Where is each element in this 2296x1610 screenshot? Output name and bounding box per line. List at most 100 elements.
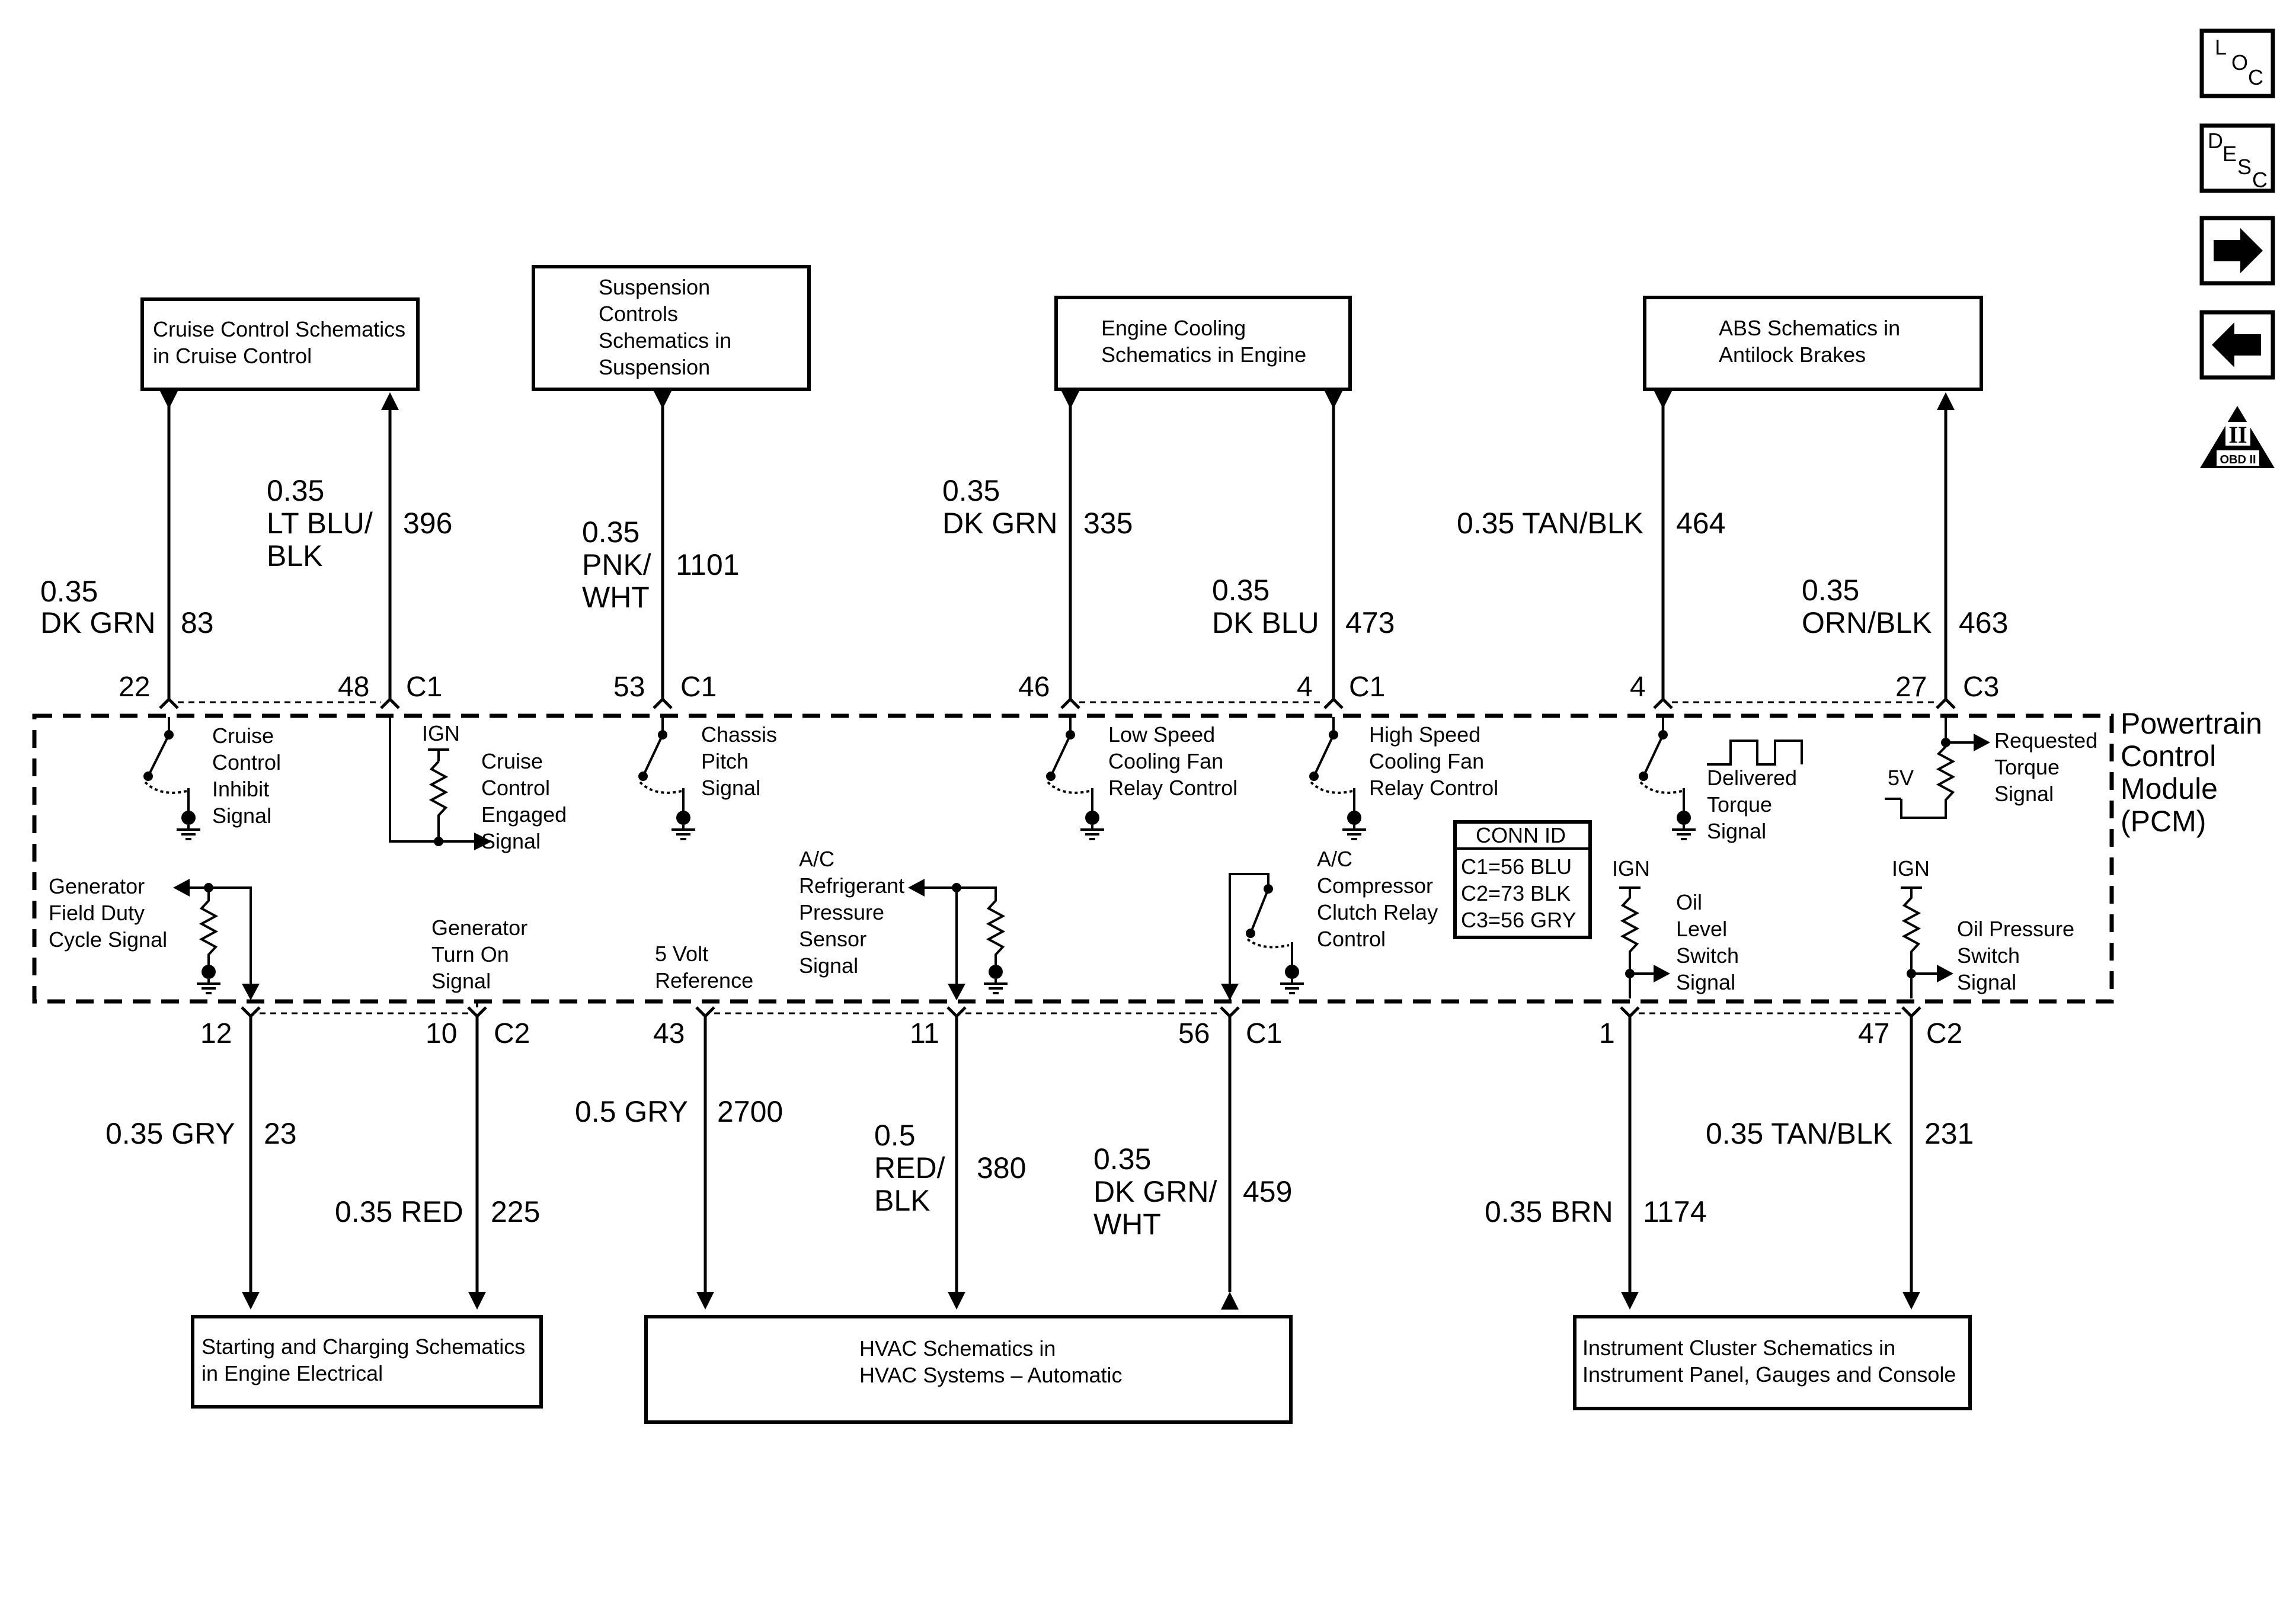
svg-text:83: 83 [181, 606, 214, 639]
obd-ii-icon[interactable]: OBD II II [2200, 406, 2275, 468]
desc-letter-c: C [2252, 168, 2268, 192]
wire-1101: 0.35 PNK/ WHT 1101 [582, 516, 740, 614]
svg-text:Control: Control [481, 776, 550, 800]
svg-text:Level: Level [1676, 917, 1727, 941]
abs-box[interactable]: ABS Schematics in Antilock Brakes [1643, 296, 1983, 391]
conn-c1: C1 [1246, 1018, 1282, 1049]
svg-text:0.5: 0.5 [874, 1119, 916, 1152]
wire-464: 0.35 TAN/BLK 464 [1457, 507, 1725, 540]
conn-c1: C1 [680, 671, 717, 703]
svg-text:380: 380 [977, 1151, 1026, 1185]
svg-text:Compressor: Compressor [1317, 873, 1433, 898]
pin-46: 46 [1018, 671, 1050, 703]
svg-text:Cooling Fan: Cooling Fan [1369, 749, 1484, 773]
box-text: Controls [599, 302, 678, 326]
svg-text:IGN: IGN [1892, 856, 1930, 881]
pin-4: 4 [1297, 671, 1313, 703]
signal-low-speed-fan: Low Speed Cooling Fan Relay Control [1108, 722, 1237, 800]
loc-button[interactable]: L O C [2199, 28, 2275, 98]
wire-380: 0.5 RED/ BLK 380 [874, 1119, 1026, 1217]
loc-letter-l: L [2215, 35, 2227, 59]
svg-text:Signal: Signal [1676, 970, 1735, 994]
svg-text:0.35: 0.35 [1802, 574, 1859, 607]
svg-text:High Speed: High Speed [1369, 722, 1480, 747]
svg-text:DK GRN/: DK GRN/ [1093, 1175, 1217, 1208]
wire-335: 0.35 DK GRN 335 [942, 474, 1133, 540]
hvac-box[interactable]: HVAC Schematics in HVAC Systems – Automa… [644, 1315, 1293, 1424]
svg-text:231: 231 [1924, 1117, 1974, 1150]
svg-text:0.35: 0.35 [582, 516, 639, 549]
svg-text:Relay Control: Relay Control [1369, 776, 1498, 800]
box-text: Schematics in [599, 328, 731, 353]
box-text: in Engine Electrical [202, 1361, 383, 1385]
desc-letter-e: E [2223, 142, 2237, 166]
svg-text:Reference: Reference [655, 968, 753, 993]
svg-text:Oil: Oil [1676, 890, 1702, 914]
desc-button[interactable]: D E S C [2199, 123, 2275, 193]
conn-id-row: C2=73 BLK [1461, 881, 1571, 905]
svg-text:0.35: 0.35 [1212, 574, 1269, 607]
obd-label: OBD II [2220, 453, 2256, 466]
svg-text:Signal: Signal [481, 829, 541, 853]
right-arrow-icon [2214, 228, 2263, 273]
wire-459: 0.35 DK GRN/ WHT 459 [1093, 1142, 1292, 1241]
svg-text:Turn On: Turn On [431, 942, 509, 966]
internal-wiring [144, 717, 1974, 1007]
box-text: Instrument Panel, Gauges and Console [1582, 1362, 1956, 1387]
svg-text:RED/: RED/ [874, 1151, 945, 1185]
internal-symbols [143, 730, 1990, 1000]
ground-symbols [177, 825, 1696, 994]
conn-id-row: C3=56 GRY [1461, 908, 1576, 932]
svg-text:Low Speed: Low Speed [1108, 722, 1215, 747]
box-text: Suspension [599, 355, 710, 379]
svg-text:ORN/BLK: ORN/BLK [1802, 606, 1932, 639]
back-button[interactable] [2199, 310, 2275, 380]
svg-text:Cruise: Cruise [481, 749, 543, 773]
starting-charging-box[interactable]: Starting and Charging Schematics in Engi… [191, 1315, 543, 1409]
box-text: Instrument Cluster Schematics in [1582, 1336, 1895, 1360]
instrument-cluster-box[interactable]: Instrument Cluster Schematics in Instrum… [1573, 1315, 1972, 1410]
box-text: Suspension [599, 275, 710, 299]
box-text: Antilock Brakes [1719, 343, 1866, 367]
svg-text:Control: Control [1317, 927, 1386, 951]
pin-1: 1 [1599, 1018, 1615, 1049]
svg-text:IGN: IGN [1612, 856, 1650, 881]
svg-text:Clutch Relay: Clutch Relay [1317, 900, 1438, 924]
svg-text:Generator: Generator [431, 916, 527, 940]
box-text: Starting and Charging Schematics [202, 1334, 525, 1359]
loc-letter-c: C [2248, 65, 2263, 89]
forward-button[interactable] [2199, 216, 2275, 286]
conn-c1: C1 [1349, 671, 1385, 703]
svg-text:Torque: Torque [1994, 755, 2060, 779]
svg-text:5V: 5V [1888, 766, 1914, 790]
pin-10: 10 [426, 1018, 457, 1049]
signal-oil-level: IGN Oil Level Switch Signal [1612, 856, 1739, 994]
signal-cruise-engaged: IGN Cruise Control Engaged Signal [422, 721, 567, 853]
svg-text:Oil Pressure: Oil Pressure [1957, 917, 2074, 941]
pin-11: 11 [910, 1018, 939, 1049]
svg-text:A/C: A/C [799, 847, 834, 871]
wire-23: 0.35 GRY 23 [105, 1117, 297, 1150]
wire-473: 0.35 DK BLU 473 [1212, 574, 1395, 639]
suspension-box[interactable]: Suspension Controls Schematics in Suspen… [532, 265, 811, 391]
svg-text:Signal: Signal [1707, 819, 1766, 843]
svg-text:23: 23 [264, 1117, 297, 1150]
svg-text:0.35: 0.35 [942, 474, 1000, 507]
svg-text:Signal: Signal [701, 776, 760, 800]
svg-text:Torque: Torque [1707, 792, 1772, 817]
svg-text:Refrigerant: Refrigerant [799, 873, 904, 898]
box-text: Cruise Control Schematics [153, 317, 405, 341]
box-text: in Cruise Control [153, 344, 312, 368]
svg-text:DK GRN: DK GRN [40, 606, 155, 639]
wire-231: 0.35 TAN/BLK 231 [1706, 1117, 1974, 1150]
engine-cooling-box[interactable]: Engine Cooling Schematics in Engine [1054, 296, 1352, 391]
svg-text:Chassis: Chassis [701, 722, 777, 747]
wire-83: 0.35 DK GRN 83 [40, 575, 214, 639]
wire-225: 0.35 RED 225 [335, 1195, 540, 1228]
signal-high-speed-fan: High Speed Cooling Fan Relay Control [1369, 722, 1498, 800]
svg-text:Signal: Signal [431, 969, 491, 993]
cruise-control-box[interactable]: Cruise Control Schematics in Cruise Cont… [140, 297, 420, 391]
pin-56: 56 [1178, 1018, 1210, 1049]
conn-c2: C2 [494, 1018, 530, 1049]
svg-text:396: 396 [403, 507, 452, 540]
